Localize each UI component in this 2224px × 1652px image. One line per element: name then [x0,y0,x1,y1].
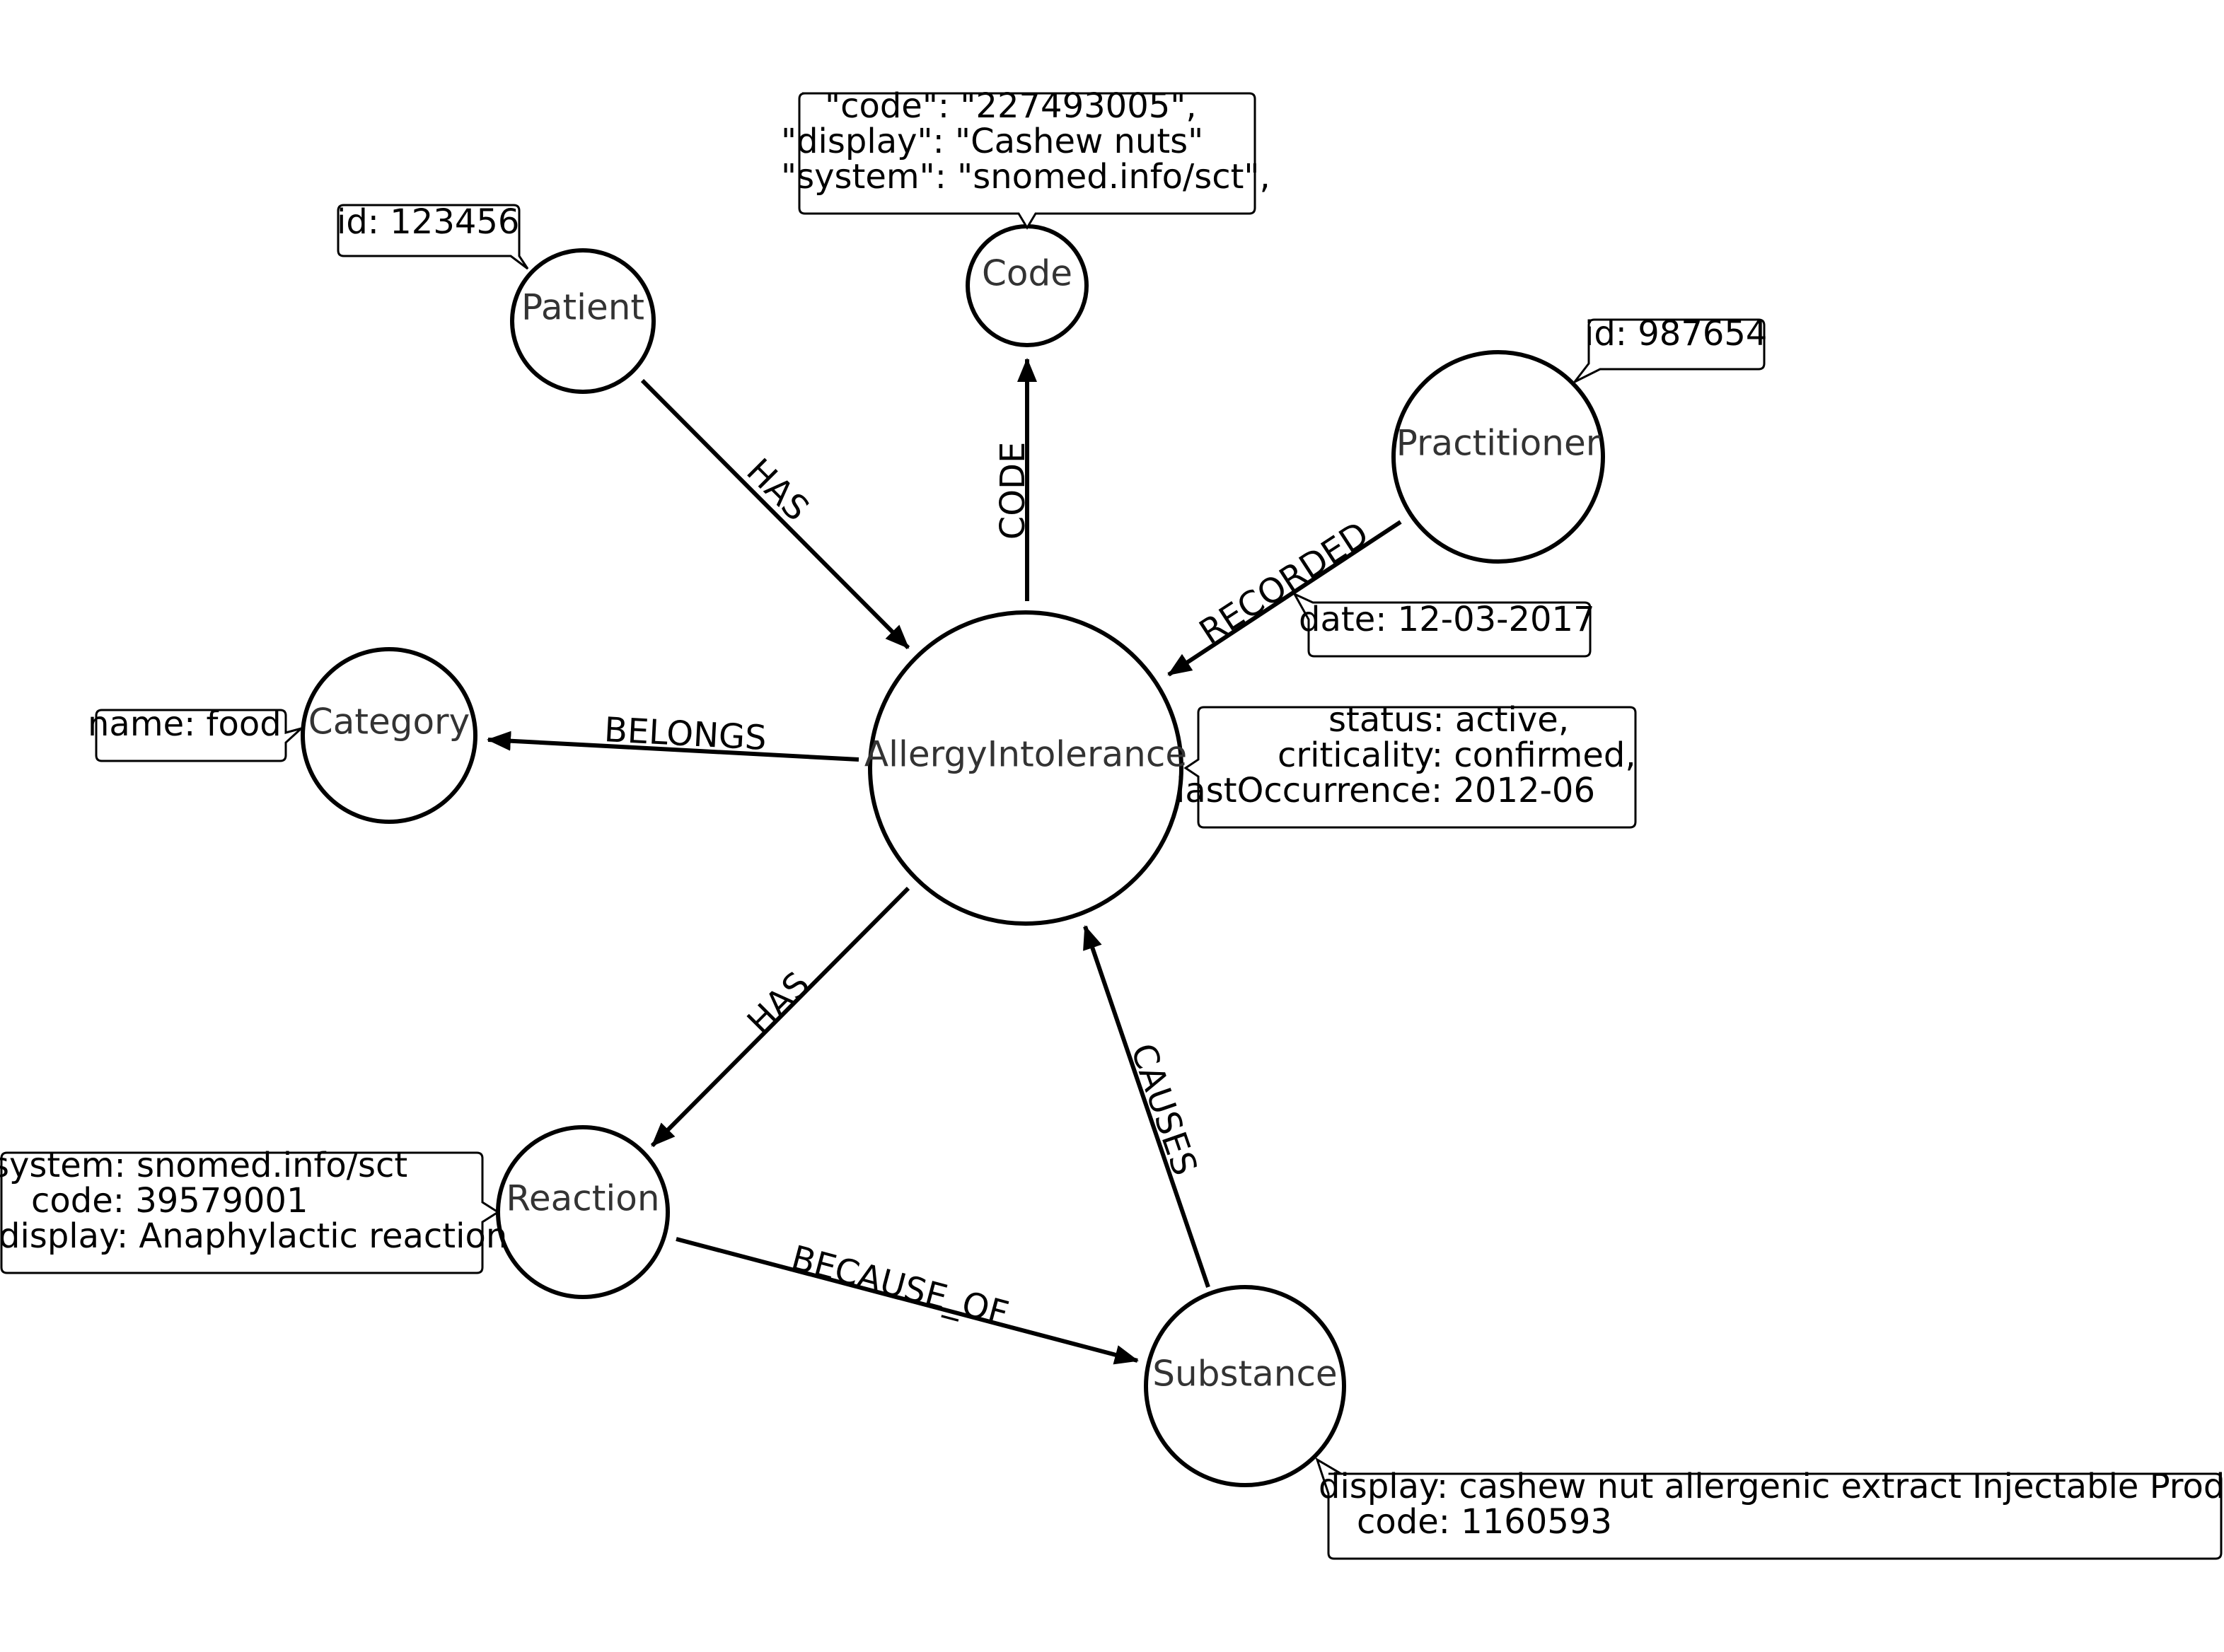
reaction-prop-display: display: Anaphylactic reaction [0,1216,507,1256]
node-label: Practitioner [1396,423,1601,464]
code-prop-display: "display": "Cashew nuts" [781,122,1203,161]
edge-because-of [676,1237,1139,1365]
node-label: Patient [521,287,644,328]
allergy-prop-last-occurrence: lastOccurrence: 2012-06 [1176,771,1595,810]
callout-reaction-properties: system: snomed.info/sct code: 39579001 d… [0,1146,507,1274]
substance-prop-display: display: cashew nut allergenic extract I… [1319,1467,2224,1506]
node-category[interactable]: Category [301,647,477,824]
node-label: Code [982,253,1072,294]
node-label: Category [308,702,470,743]
reaction-prop-code: code: 39579001 [31,1181,308,1221]
node-practitioner[interactable]: Practitioner [1391,350,1605,564]
edge-recorded [1167,520,1402,677]
reaction-prop-system: system: snomed.info/sct [0,1146,407,1185]
edge-label-because-of: BECAUSE_OF [787,1238,1013,1334]
edge-causes [1083,925,1210,1288]
practitioner-prop-id: id: 987654 [1585,314,1767,354]
callout-recorded-properties: date: 12-03-2017 [1292,591,1595,658]
edge-patient-has [640,378,910,650]
edge-reaction-has [650,886,910,1148]
allergy-prop-status: status: active, [1328,700,1569,740]
edge-label-belongs: BELONGS [603,710,768,758]
node-substance[interactable]: Substance [1144,1285,1346,1487]
patient-prop-id: id: 123456 [337,202,519,242]
substance-prop-code: code: 1160593 [1357,1502,1612,1542]
callout-category-properties: name: food [88,704,303,762]
node-reaction[interactable]: Reaction [496,1125,670,1299]
recorded-prop-date: date: 12-03-2017 [1299,600,1595,639]
code-prop-code: "code": "227493005", [825,86,1197,126]
node-label: Substance [1152,1354,1337,1395]
callout-substance-properties: display: cashew nut allergenic extract I… [1315,1457,2224,1560]
callout-allergy-properties: status: active, criticality: confirmed, … [1176,700,1637,829]
allergy-prop-criticality: criticality: confirmed, [1278,735,1636,775]
edge-label-code: CODE [993,442,1033,540]
node-label: AllergyIntolerance [864,734,1187,775]
callout-practitioner-properties: id: 987654 [1573,314,1767,383]
node-allergy-intolerance[interactable]: AllergyIntolerance [864,610,1187,926]
node-patient[interactable]: Patient [510,248,656,394]
edge-label-reaction-has: HAS [740,965,818,1042]
callout-patient-properties: id: 123456 [337,202,529,270]
edge-label-causes: CAUSES [1123,1039,1205,1180]
node-label: Reaction [506,1178,659,1219]
callout-code-properties: "code": "227493005", "display": "Cashew … [781,86,1270,230]
category-prop-name: name: food [88,704,282,744]
code-prop-system: "system": "snomed.info/sct", [781,157,1270,197]
edge-belongs [487,731,859,762]
node-code[interactable]: Code [966,224,1089,347]
edge-label-patient-has: HAS [739,451,816,529]
